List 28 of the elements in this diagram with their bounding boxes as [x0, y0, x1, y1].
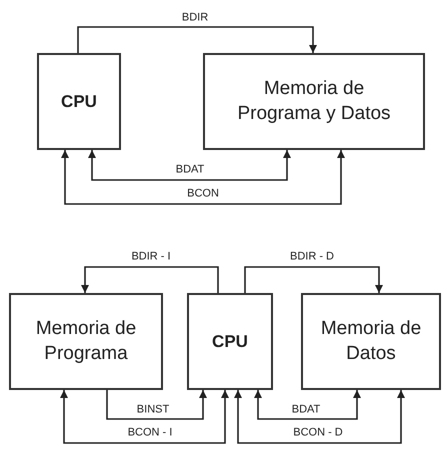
memory-box: [203, 53, 425, 150]
edge-label: BDIR - D: [288, 252, 336, 262]
arrow: [254, 390, 361, 420]
node-label: CPU: [212, 330, 248, 353]
arrow: [88, 150, 291, 181]
edge-label: BDIR - I: [129, 252, 173, 262]
arrow: [234, 390, 405, 444]
arrow: [81, 266, 219, 293]
cpu-box: [37, 53, 121, 150]
node-label: Memoria de Programa: [34, 316, 138, 366]
edge-label: BINST: [134, 404, 172, 416]
node-label: Memoria de Datos: [320, 316, 422, 366]
node-label: CPU: [61, 90, 97, 113]
node-label: Memoria de Programa y Datos: [236, 76, 392, 126]
edge-label: BDAT: [174, 164, 206, 176]
arrow: [244, 266, 383, 293]
edge-label: BCON: [185, 188, 221, 200]
edge-label: BDAT: [290, 404, 322, 416]
edge-label: BDIR: [180, 12, 210, 24]
arrow: [61, 150, 345, 205]
arrow: [106, 390, 207, 420]
arrow: [60, 390, 229, 444]
edge-label: BCON - I: [126, 428, 174, 438]
memory-box: [301, 293, 441, 390]
memory-box: [9, 293, 163, 390]
edge-label: BCON - D: [291, 428, 345, 438]
arrow: [77, 26, 317, 53]
cpu-box: [187, 293, 273, 390]
